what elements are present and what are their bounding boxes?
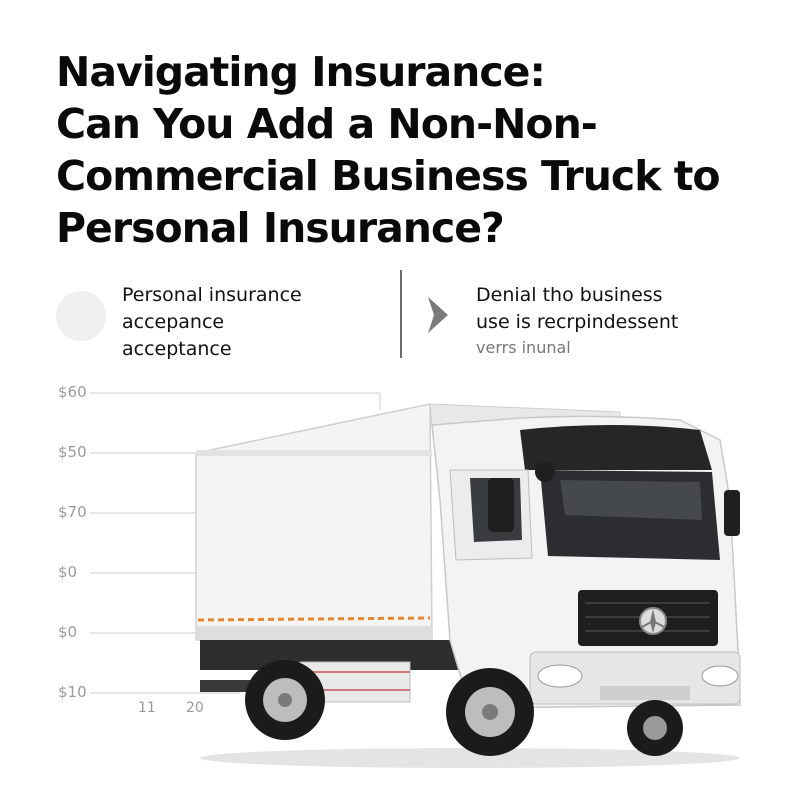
y-tick-label: $50 xyxy=(58,443,87,461)
y-tick-label: $0 xyxy=(58,563,78,581)
title-line-1: Navigating Insurance: xyxy=(56,48,546,96)
left-info-line-2: accepance xyxy=(122,311,225,333)
y-tick-label: $60 xyxy=(58,383,87,401)
title-line-3: Commercial Business Truck to xyxy=(56,152,721,200)
rear-wheel xyxy=(245,660,325,740)
reflector-stripe xyxy=(197,616,431,622)
y-tick-label: $0 xyxy=(58,623,78,641)
rear-wheel xyxy=(627,700,683,756)
x-tick-label: 11 xyxy=(138,700,156,716)
circle-icon xyxy=(56,291,106,341)
background-grid xyxy=(90,392,381,694)
y-tick-label: $70 xyxy=(58,503,87,521)
right-info-subtext: verrs inunal xyxy=(476,338,571,357)
title-line-4: Personal Insurance? xyxy=(56,204,505,252)
title-line-2: Can You Add a Non-Non- xyxy=(56,100,598,148)
left-info-line-3: acceptance xyxy=(122,338,232,360)
cargo-box xyxy=(195,403,433,641)
mercedes-star-logo xyxy=(639,607,667,635)
x-tick-label: 20 xyxy=(186,700,204,716)
page-title: Navigating Insurance: Can You Add a Non-… xyxy=(56,46,776,254)
y-tick-label: $10 xyxy=(58,683,87,701)
left-info-block: Personal insurance accepance acceptance xyxy=(122,282,302,363)
right-info-line-1: Denial tho business xyxy=(476,284,663,306)
right-info-line-2: use is recrpindessent xyxy=(476,311,679,333)
box-truck-illustration xyxy=(195,403,741,768)
vertical-divider xyxy=(400,270,402,358)
left-info-line-1: Personal insurance xyxy=(122,284,302,306)
front-wheel xyxy=(446,668,534,756)
right-info-block: Denial tho business use is recrpindessen… xyxy=(476,282,678,336)
chevron-right-icon xyxy=(428,297,448,333)
